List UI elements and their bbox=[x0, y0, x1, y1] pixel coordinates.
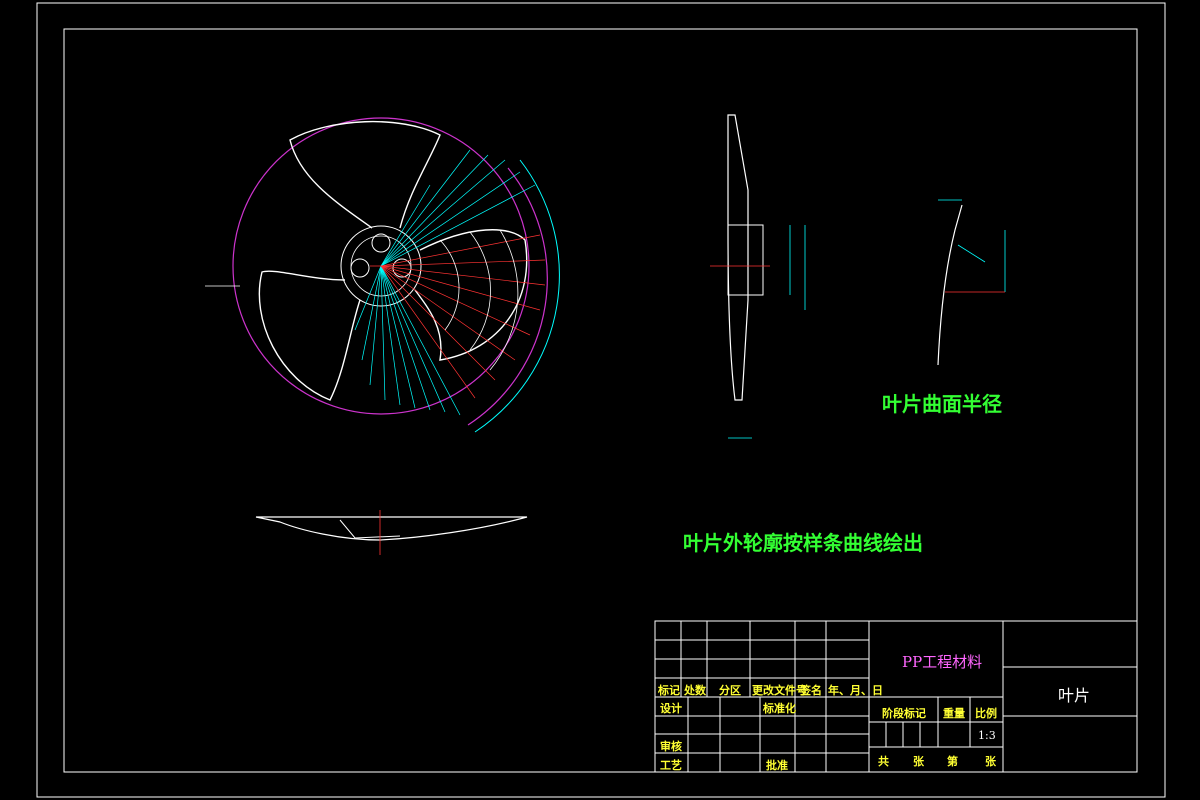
title-block-grid bbox=[654, 620, 1138, 773]
header-mark: 标记 bbox=[658, 684, 680, 697]
blade-profile-view bbox=[255, 510, 528, 555]
sheets-label: 张 bbox=[913, 755, 924, 768]
blade-right bbox=[414, 229, 528, 361]
standardize-label: 标准化 bbox=[763, 702, 796, 715]
review-label: 审核 bbox=[660, 740, 682, 753]
angle-arc-outer bbox=[474, 159, 560, 433]
stage-mark-label: 阶段标记 bbox=[882, 707, 926, 720]
sheet-label: 张 bbox=[985, 755, 996, 768]
cyan-rays bbox=[354, 149, 536, 416]
blade-radius-detail bbox=[937, 199, 1006, 366]
approve-label: 批准 bbox=[766, 759, 788, 772]
side-outline bbox=[727, 114, 749, 401]
blade-top bbox=[289, 120, 441, 229]
inner-frame bbox=[63, 28, 1138, 773]
red-rays bbox=[380, 234, 546, 399]
scale-label: 比例 bbox=[975, 707, 997, 720]
header-zone: 分区 bbox=[719, 684, 741, 697]
fan-front-view bbox=[205, 117, 560, 433]
side-section-view bbox=[710, 114, 806, 439]
header-sign: 签名 bbox=[800, 684, 822, 697]
part-name: 叶片 bbox=[1058, 686, 1091, 705]
side-hub bbox=[727, 224, 764, 296]
outer-frame bbox=[36, 2, 1166, 798]
radius-curve bbox=[937, 204, 963, 366]
hub-hole-right bbox=[392, 258, 412, 278]
page-label: 第 bbox=[947, 755, 958, 768]
profile-hub bbox=[339, 519, 401, 539]
blade-left bbox=[258, 270, 361, 401]
header-change-doc: 更改文件号 bbox=[752, 684, 807, 697]
section-arcs bbox=[439, 229, 519, 371]
radius-leader bbox=[957, 244, 986, 263]
hub-hole-left bbox=[350, 258, 370, 278]
process-label: 工艺 bbox=[660, 759, 682, 772]
design-label: 设计 bbox=[660, 702, 682, 715]
note-outline: 叶片外轮廓按样条曲线绘出 bbox=[683, 531, 923, 555]
scale-value: 1:3 bbox=[978, 729, 996, 742]
hub-hole-top bbox=[371, 233, 391, 253]
header-count: 处数 bbox=[684, 684, 706, 697]
material-label: PP工程材料 bbox=[902, 653, 983, 671]
header-date: 年、月、日 bbox=[828, 684, 883, 697]
note-blade-radius: 叶片曲面半径 bbox=[882, 392, 1002, 416]
hub-circle bbox=[340, 225, 422, 307]
weight-label: 重量 bbox=[943, 707, 965, 720]
angle-arc bbox=[467, 167, 548, 426]
total-label: 共 bbox=[878, 755, 889, 768]
fan-outer-circle bbox=[232, 117, 530, 415]
